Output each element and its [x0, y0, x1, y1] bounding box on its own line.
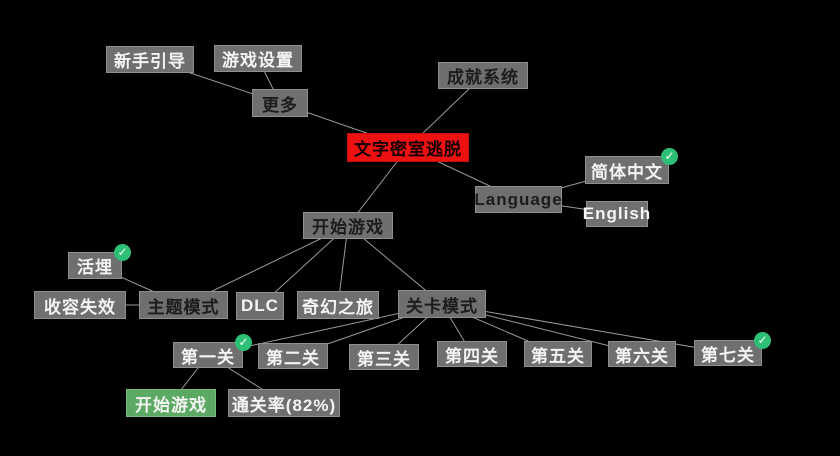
- node-label-level-mode: 关卡模式: [406, 296, 478, 316]
- node-achievements[interactable]: 成就系统: [438, 62, 528, 89]
- node-label-start-level: 开始游戏: [135, 395, 207, 415]
- node-label-level-5: 第五关: [531, 346, 585, 366]
- check-icon: ✓: [754, 332, 771, 349]
- node-label-more: 更多: [262, 95, 298, 115]
- node-dlc[interactable]: DLC: [236, 292, 284, 320]
- node-label-root: 文字密室逃脱: [354, 140, 462, 159]
- check-icon: ✓: [661, 148, 678, 165]
- node-level-6[interactable]: 第六关: [608, 341, 676, 367]
- node-label-dlc: DLC: [241, 296, 279, 315]
- node-level-5[interactable]: 第五关: [524, 341, 592, 367]
- edge-level-mode-to-level-7: [441, 303, 729, 354]
- node-level-3[interactable]: 第三关: [349, 344, 419, 370]
- node-label-buried-alive: 活埋: [77, 258, 113, 277]
- node-label-level-3: 第三关: [357, 349, 411, 369]
- node-root[interactable]: 文字密室逃脱: [347, 133, 469, 162]
- node-buried-alive[interactable]: 活埋✓: [68, 244, 131, 279]
- node-theme-mode[interactable]: 主题模式: [139, 291, 228, 319]
- node-containment-breach[interactable]: 收容失效: [34, 291, 126, 319]
- node-label-beginner-guide: 新手引导: [114, 52, 186, 71]
- node-label-theme-mode: 主题模式: [147, 297, 220, 317]
- node-level-2[interactable]: 第二关: [258, 343, 328, 369]
- node-label-containment-breach: 收容失效: [44, 297, 116, 317]
- node-label-level-7: 第七关: [701, 345, 755, 365]
- node-level-4[interactable]: 第四关: [437, 341, 507, 367]
- node-beginner-guide[interactable]: 新手引导: [106, 46, 194, 73]
- node-level-7[interactable]: 第七关✓: [694, 332, 771, 366]
- node-label-level-2: 第二关: [266, 348, 320, 368]
- node-label-clear-rate: 通关率(82%): [231, 395, 337, 415]
- node-label-language: Language: [474, 189, 563, 209]
- node-fantasy-journey[interactable]: 奇幻之旅: [297, 291, 379, 319]
- node-more[interactable]: 更多: [252, 89, 308, 117]
- check-icon: ✓: [114, 244, 131, 261]
- node-label-start-game: 开始游戏: [312, 218, 384, 237]
- node-label-level-6: 第六关: [615, 346, 669, 366]
- node-english[interactable]: English: [582, 201, 652, 227]
- node-simplified-chinese[interactable]: 简体中文✓: [585, 148, 678, 184]
- node-label-english: English: [582, 204, 652, 223]
- node-clear-rate[interactable]: 通关率(82%): [228, 389, 340, 417]
- node-label-game-settings: 游戏设置: [222, 51, 294, 70]
- node-label-fantasy-journey: 奇幻之旅: [302, 297, 374, 317]
- node-label-achievements: 成就系统: [447, 68, 519, 87]
- node-language[interactable]: Language: [474, 186, 563, 213]
- node-level-1[interactable]: 第一关✓: [173, 334, 252, 368]
- node-start-game[interactable]: 开始游戏: [303, 212, 393, 239]
- node-label-level-1: 第一关: [181, 347, 235, 367]
- node-label-simplified-chinese: 简体中文: [591, 162, 663, 182]
- node-start-level[interactable]: 开始游戏: [126, 389, 216, 417]
- node-label-level-4: 第四关: [445, 346, 499, 366]
- node-level-mode[interactable]: 关卡模式: [398, 290, 486, 318]
- node-game-settings[interactable]: 游戏设置: [214, 45, 302, 72]
- check-icon: ✓: [235, 334, 252, 351]
